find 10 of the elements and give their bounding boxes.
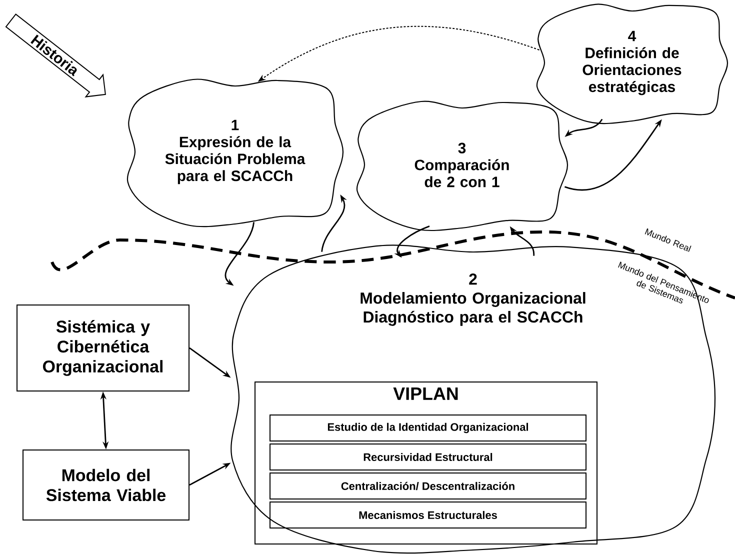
- table-row: Centralización/ Descentralización: [270, 472, 586, 500]
- process-cloud: 3 Comparación de 2 con 1: [356, 100, 568, 232]
- table-row: Mecanismos Estructurales: [270, 502, 586, 528]
- table-row: Estudio de la Identidad Organizacional: [270, 414, 586, 442]
- table-row: Recursividad Estructural: [270, 444, 586, 470]
- process-cloud: 1 Expresión de la Situación Problema para el SCACCh: [126, 78, 344, 228]
- concept-box: Sistémica y Cibernética Organizacional: [16, 304, 190, 392]
- process-cloud: 4 Definición de Orientaciones estratégicas: [536, 4, 728, 124]
- region-label: Mundo Real: [644, 228, 692, 252]
- concept-box: Modelo del Sistema Viable: [22, 450, 190, 520]
